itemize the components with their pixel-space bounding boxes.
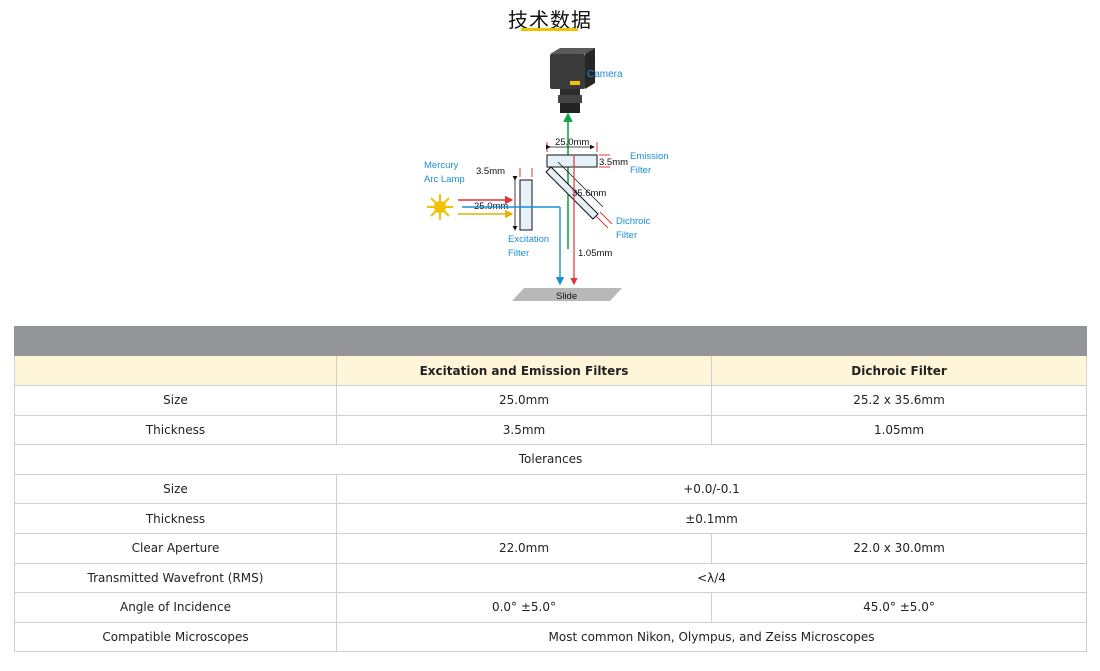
dichroic-length-label: 35.6mm xyxy=(572,188,606,199)
header-cell-excitation-emission: Excitation and Emission Filters xyxy=(336,355,712,386)
sun-icon xyxy=(427,194,453,220)
cell-value: 22.0mm xyxy=(336,532,712,564)
row-label: Size xyxy=(14,385,337,416)
lamp-label-1: Mercury xyxy=(424,160,459,171)
camera-label: Camera xyxy=(587,69,623,80)
table-row: Thickness ±0.1mm xyxy=(14,503,1088,534)
excitation-label-2: Filter xyxy=(508,248,529,259)
section-label-tolerances: Tolerances xyxy=(13,444,1088,475)
row-label: Thickness xyxy=(14,503,337,534)
dichroic-label-2: Filter xyxy=(616,230,637,241)
dichroic-label-1: Dichroic xyxy=(616,216,651,227)
dichroic-filter-shape xyxy=(545,166,599,220)
emission-filter-shape xyxy=(546,154,598,168)
table-row: Size +0.0/-0.1 xyxy=(14,473,1088,505)
table-header-bar xyxy=(13,326,1088,356)
row-label: Thickness xyxy=(14,414,337,446)
table-header-row: Excitation and Emission Filters Dichroic… xyxy=(14,355,1088,386)
cell-value: 25.2 x 35.6mm xyxy=(710,385,1088,416)
emission-width-label: 25.0mm xyxy=(555,137,589,148)
table-row: Compatible Microscopes Most common Nikon… xyxy=(14,621,1088,653)
cell-value: <λ/4 xyxy=(335,562,1088,594)
cell-value: 45.0° ±5.0° xyxy=(710,592,1088,623)
row-label: Angle of Incidence xyxy=(14,592,337,623)
cell-value: 0.0° ±5.0° xyxy=(336,592,712,623)
table-row: Tolerances xyxy=(13,444,1088,475)
table-row: Size 25.0mm 25.2 x 35.6mm xyxy=(14,385,1088,416)
emission-label-1: Emission xyxy=(630,151,669,162)
slide-label: Slide xyxy=(556,291,577,302)
row-label: Compatible Microscopes xyxy=(14,621,337,653)
filter-setup-diagram: Camera 25.0mm 3.5mm Emission Filter 35.6… xyxy=(424,48,669,302)
excitation-filter-shape xyxy=(519,179,533,231)
header-cell-blank xyxy=(14,355,337,386)
row-label: Transmitted Wavefront (RMS) xyxy=(14,562,337,594)
camera-icon xyxy=(550,48,595,113)
cell-value: ±0.1mm xyxy=(335,503,1088,534)
specs-table: Excitation and Emission Filters Dichroic… xyxy=(13,326,1088,653)
header-cell-dichroic: Dichroic Filter xyxy=(710,355,1088,386)
emission-label-2: Filter xyxy=(630,165,651,176)
table-row: Clear Aperture 22.0mm 22.0 x 30.0mm xyxy=(14,532,1088,564)
cell-value: +0.0/-0.1 xyxy=(335,473,1088,505)
dichroic-thickness-label: 1.05mm xyxy=(578,248,612,259)
cell-value: 3.5mm xyxy=(336,414,712,446)
lamp-label-2: Arc Lamp xyxy=(424,174,465,185)
table-row: Thickness 3.5mm 1.05mm xyxy=(14,414,1088,446)
slide-shape xyxy=(512,288,622,301)
row-label: Clear Aperture xyxy=(14,532,337,564)
table-row: Angle of Incidence 0.0° ±5.0° 45.0° ±5.0… xyxy=(14,592,1088,623)
excitation-thickness-label: 3.5mm xyxy=(476,166,505,177)
cell-value: Most common Nikon, Olympus, and Zeiss Mi… xyxy=(335,621,1088,653)
title-underline xyxy=(521,28,578,31)
row-label: Size xyxy=(14,473,337,505)
cell-value: 22.0 x 30.0mm xyxy=(710,532,1088,564)
cell-value: 1.05mm xyxy=(710,414,1088,446)
excitation-label-1: Excitation xyxy=(508,234,549,245)
cell-value: 25.0mm xyxy=(336,385,712,416)
emission-thickness-label: 3.5mm xyxy=(599,157,628,168)
table-row: Transmitted Wavefront (RMS) <λ/4 xyxy=(14,562,1088,594)
